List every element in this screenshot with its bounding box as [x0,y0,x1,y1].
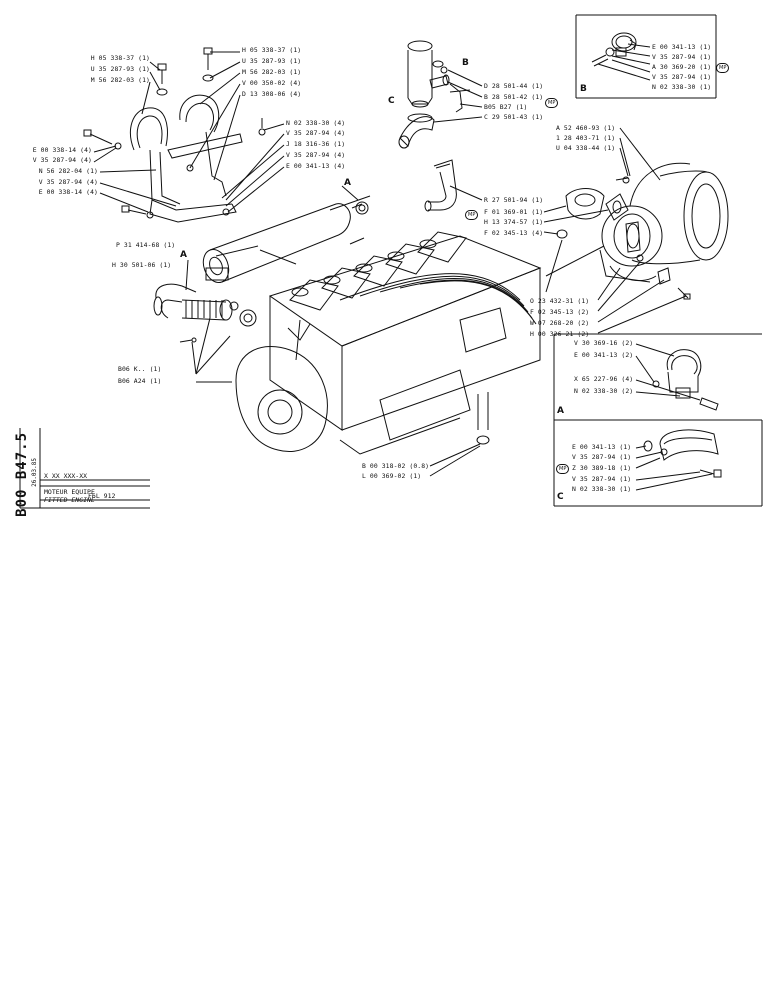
mp-marker-detail-c: MP [556,464,570,474]
part-label: V 00 350-02 (4) [242,79,302,87]
part-label: B06 A24 (1) [118,377,162,385]
part-label: 1 28 403-71 (1) [556,134,616,142]
part-label: P 31 414-68 (1) [116,241,176,249]
part-label: O 23 432-31 (1) [530,297,590,305]
part-label: F 02 345-13 (4) [484,229,544,237]
part-label: N 02 338-30 (1) [572,485,632,493]
part-label: B 28 501-42 (1) [484,93,544,101]
detail-a-label: A [557,406,564,416]
part-label: N 02 338-30 (2) [574,387,634,395]
mp-marker-elbow: MP [465,210,479,220]
detail-c-label: C [557,492,564,502]
part-label: W 07 268-20 (2) [530,319,590,327]
part-label: B 00 318-02 (0.8) [362,462,430,470]
part-label: L 00 369-02 (1) [362,472,422,480]
mp-marker-detail-b: MP [716,63,730,73]
title-block-frame [19,428,150,509]
part-label: V 35 287-94 (1) [652,53,712,61]
title-english: FITTED ENGINE [44,496,95,504]
part-label: H 05 338-37 (1) [242,46,302,54]
part-label: B05 B27 (1) [484,103,528,111]
part-label: E 00 341-13 (1) [572,443,632,451]
part-label: B06 K.. (1) [118,365,162,373]
title-french: MOTEUR EQUIPE [44,488,95,496]
part-label: F 01 369-01 (1) [484,208,544,216]
part-label: R 27 501-94 (1) [484,196,544,204]
part-label: M 56 282-03 (1) [242,68,302,76]
muffler [202,185,369,283]
mp-marker-pipe: MP [545,98,559,108]
part-label: N 02 338-30 (4) [286,119,346,127]
part-label: H 13 374-57 (1) [484,218,544,226]
engine-block [215,195,605,477]
part-label: V 35 287-94 (4) [38,178,98,186]
part-label: J 18 316-36 (1) [286,140,346,148]
part-label: V 35 287-94 (1) [652,73,712,81]
exhaust-pipe [398,40,483,149]
part-label: A 52 460-93 (1) [556,124,616,132]
part-label: E 00 338-14 (4) [32,146,92,154]
part-label: X 65 227-96 (4) [574,375,634,383]
part-label: H 05 338-37 (1) [90,54,150,62]
part-label: M 56 282-03 (1) [90,76,150,84]
part-label: H 00 326-21 (2) [530,330,590,338]
callout-a-pipe: A [180,250,187,260]
part-label: C 29 501-43 (1) [484,113,544,121]
part-label: V 30 369-16 (2) [574,339,634,347]
part-label: U 04 338-44 (1) [556,144,616,152]
bracket-assembly [83,47,285,223]
intake-adapter [543,188,629,239]
part-label: V 35 287-94 (4) [32,156,92,164]
part-label: V 35 287-94 (4) [286,129,346,137]
part-label: U 35 287-93 (1) [242,57,302,65]
part-label: D 28 501-44 (1) [484,82,544,90]
detail-b-label: B [580,84,587,94]
air-intake-housing [597,127,729,334]
part-label: Z 30 389-18 (1) [572,464,632,472]
part-label: E 00 341-13 (1) [652,43,712,51]
part-label: A 30 369-20 (1) [652,63,712,71]
callout-c: C [388,96,395,106]
part-label: N 02 338-30 (1) [652,83,712,91]
detail-box-c [553,420,763,507]
part-label: H 30 501-06 (1) [112,261,172,269]
part-label: V 35 287-94 (1) [572,453,632,461]
part-label: V 35 287-94 (1) [572,475,632,483]
flex-exhaust-elbow [153,259,257,383]
part-label: F 02 345-13 (2) [530,308,590,316]
engine-model: F6L 912 [88,492,116,500]
intake-elbow [424,159,483,212]
part-label: E 00 338-14 (4) [38,188,98,196]
part-label: U 35 287-93 (1) [90,65,150,73]
callout-a-muffler: A [344,178,351,188]
detail-box-a [553,333,762,421]
part-label: E 00 341-13 (2) [574,351,634,359]
title-code-line: X XX XXX-XX [44,472,88,480]
part-label: N 56 282-04 (1) [38,167,98,175]
drawing-reference-code: B00 B47.5 [14,432,30,517]
callout-b: B [462,58,469,68]
part-label: E 00 341-13 (4) [286,162,346,170]
drawing-date: 26.03.85 [31,458,38,487]
detail-box-b [575,14,717,99]
part-label: V 35 287-94 (4) [286,151,346,159]
part-label: D 13 308-06 (4) [242,90,302,98]
